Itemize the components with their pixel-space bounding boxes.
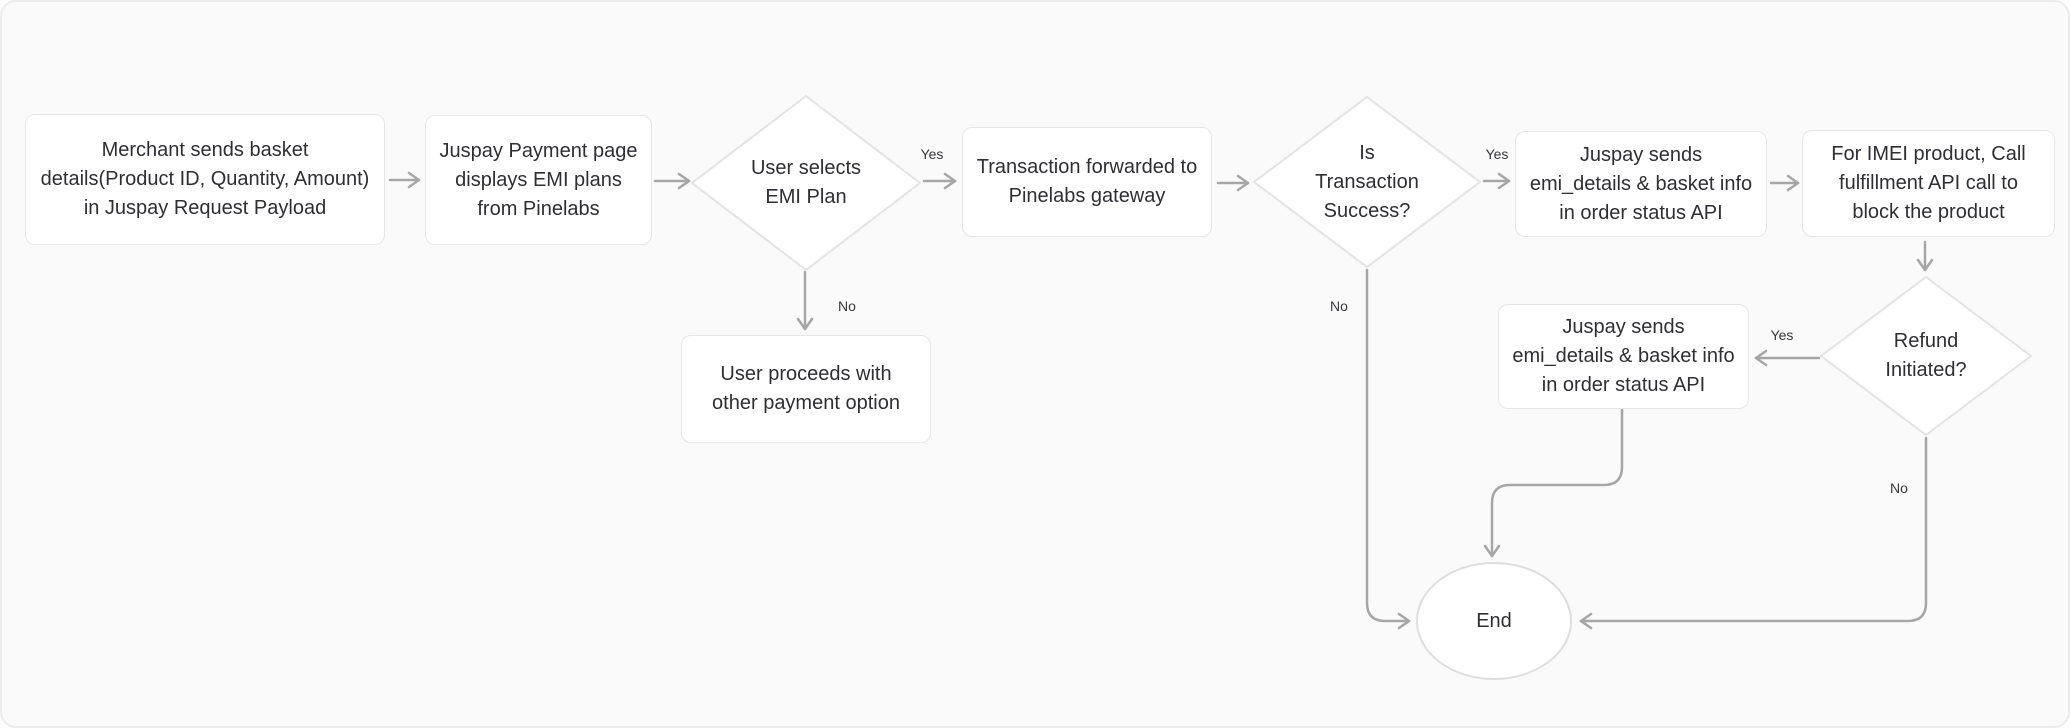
node-merchant-sends-basket-details: Merchant sends basket details(Product ID… — [25, 114, 385, 245]
decision-user-selects-emi-plan — [691, 95, 921, 271]
edge-refund-no-to-end — [1579, 436, 1928, 630]
decision-refund-initiated — [1820, 276, 2032, 436]
terminator-end — [1416, 562, 1572, 680]
node-order-status-api-1: Juspay sends emi_details & basket info i… — [1515, 131, 1767, 237]
node-transaction-forwarded-pinelabs: Transaction forwarded to Pinelabs gatewa… — [962, 127, 1212, 237]
terminator-label-end: End — [1476, 609, 1512, 632]
edge-txnsuccess-no-to-end — [1365, 268, 1411, 630]
decision-label-user-selects-emi-plan: User selects EMI Plan — [750, 157, 862, 208]
decision-label-refund-initiated: Refund Initiated? — [1885, 330, 1967, 381]
node-imei-fulfillment-api: For IMEI product, Call fulfillment API c… — [1802, 130, 2055, 237]
edge-label-yes: Yes — [921, 146, 944, 162]
node-juspay-payment-page-emi-plans: Juspay Payment page displays EMI plans f… — [425, 115, 652, 245]
decision-is-transaction-success — [1253, 96, 1481, 268]
edge-orderstatus2-to-end — [1483, 408, 1624, 558]
edge-label-no: No — [838, 298, 856, 314]
node-user-other-payment-option: User proceeds with other payment option — [681, 335, 931, 443]
edge-label-no: No — [1330, 298, 1348, 314]
node-order-status-api-2: Juspay sends emi_details & basket info i… — [1498, 304, 1749, 409]
edge-label-yes: Yes — [1771, 327, 1794, 343]
edge-label-yes: Yes — [1486, 146, 1509, 162]
decision-label-is-transaction-success: Is Transaction Success? — [1315, 141, 1419, 222]
edge-label-no: No — [1890, 480, 1908, 496]
